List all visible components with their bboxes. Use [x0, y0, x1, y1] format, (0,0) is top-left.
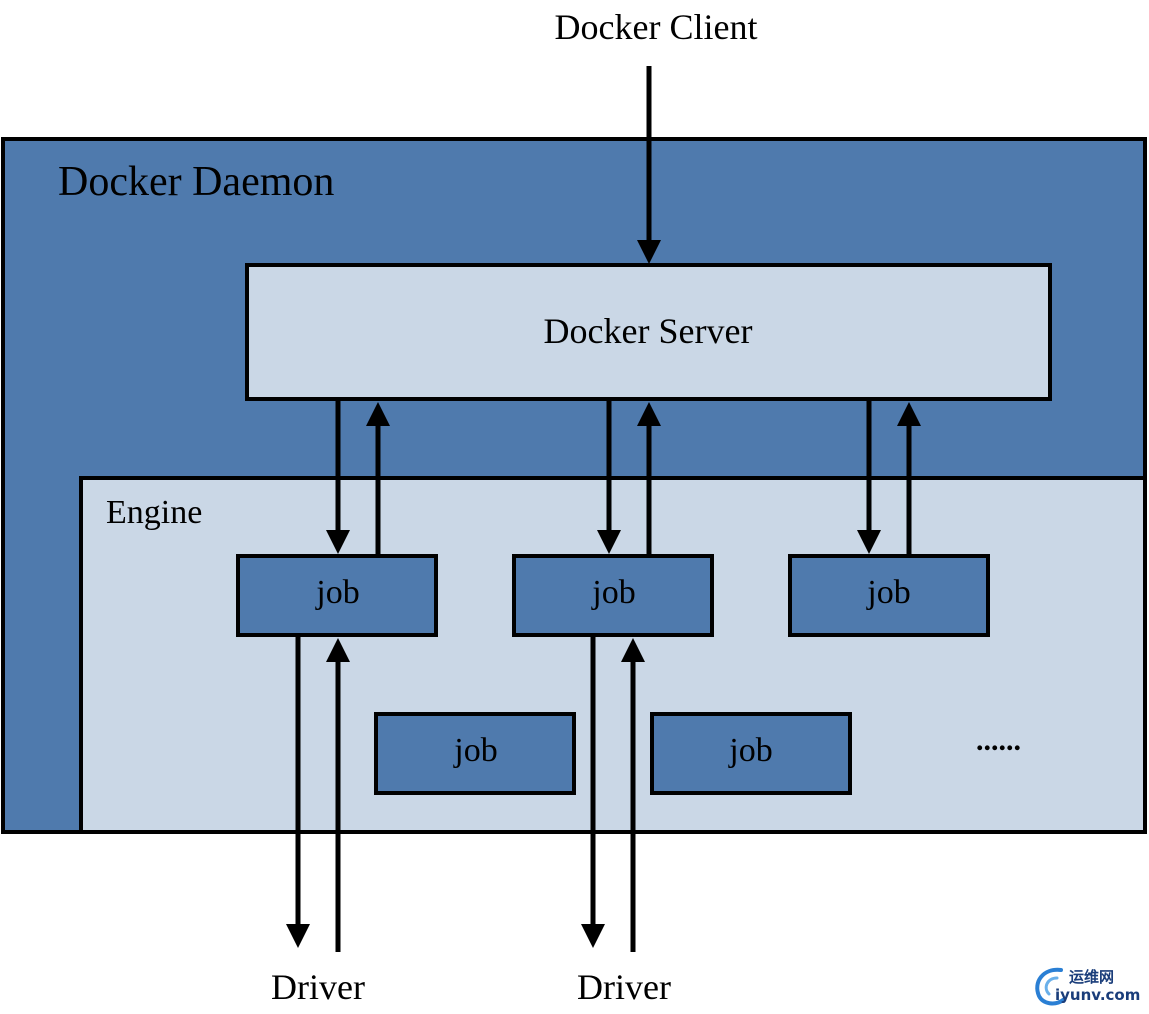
job-box-3: [788, 554, 990, 637]
watermark-top-text: 运维网: [1069, 968, 1115, 986]
job-label-3: job: [867, 574, 911, 611]
arrow-server-to-job-3: [857, 401, 881, 554]
job-label-5: job: [729, 732, 773, 769]
job-label-2: job: [592, 574, 636, 611]
arrow-job-3-to-server: [897, 402, 921, 554]
docker-client-label: Docker Client: [554, 7, 758, 47]
arrow-driver-2-to-job-2: [621, 638, 645, 952]
job-box-2: [512, 554, 714, 637]
arrow-server-to-job-1: [326, 401, 350, 554]
watermark-bottom-text: iyunv.com: [1055, 986, 1141, 1004]
job-label-4: job: [454, 732, 498, 769]
ellipsis-label: ......: [976, 724, 1021, 757]
job-box-5: [650, 712, 852, 795]
engine-label: Engine: [106, 494, 203, 531]
driver-label-2: Driver: [577, 967, 671, 1007]
driver-label-1: Driver: [271, 967, 365, 1007]
job-box-4: [374, 712, 576, 795]
arrow-server-to-job-2: [597, 401, 621, 554]
watermark-logo: 运维网 iyunv.com: [1031, 964, 1141, 1008]
job-box-1: [236, 554, 438, 637]
watermark-swirl-icon: [1035, 967, 1065, 1006]
arrow-job-1-to-server: [366, 402, 390, 554]
arrow-client-to-server: [637, 66, 661, 264]
docker-server-label: Docker Server: [543, 311, 753, 351]
docker-server-box: [245, 263, 1052, 401]
arrow-job-1-to-driver-1: [286, 637, 310, 948]
arrow-driver-1-to-job-1: [326, 638, 350, 952]
arrow-job-2-to-server: [637, 402, 661, 554]
job-label-1: job: [316, 574, 360, 611]
arrow-job-2-to-driver-2: [581, 637, 605, 948]
docker-daemon-label: Docker Daemon: [58, 159, 335, 205]
